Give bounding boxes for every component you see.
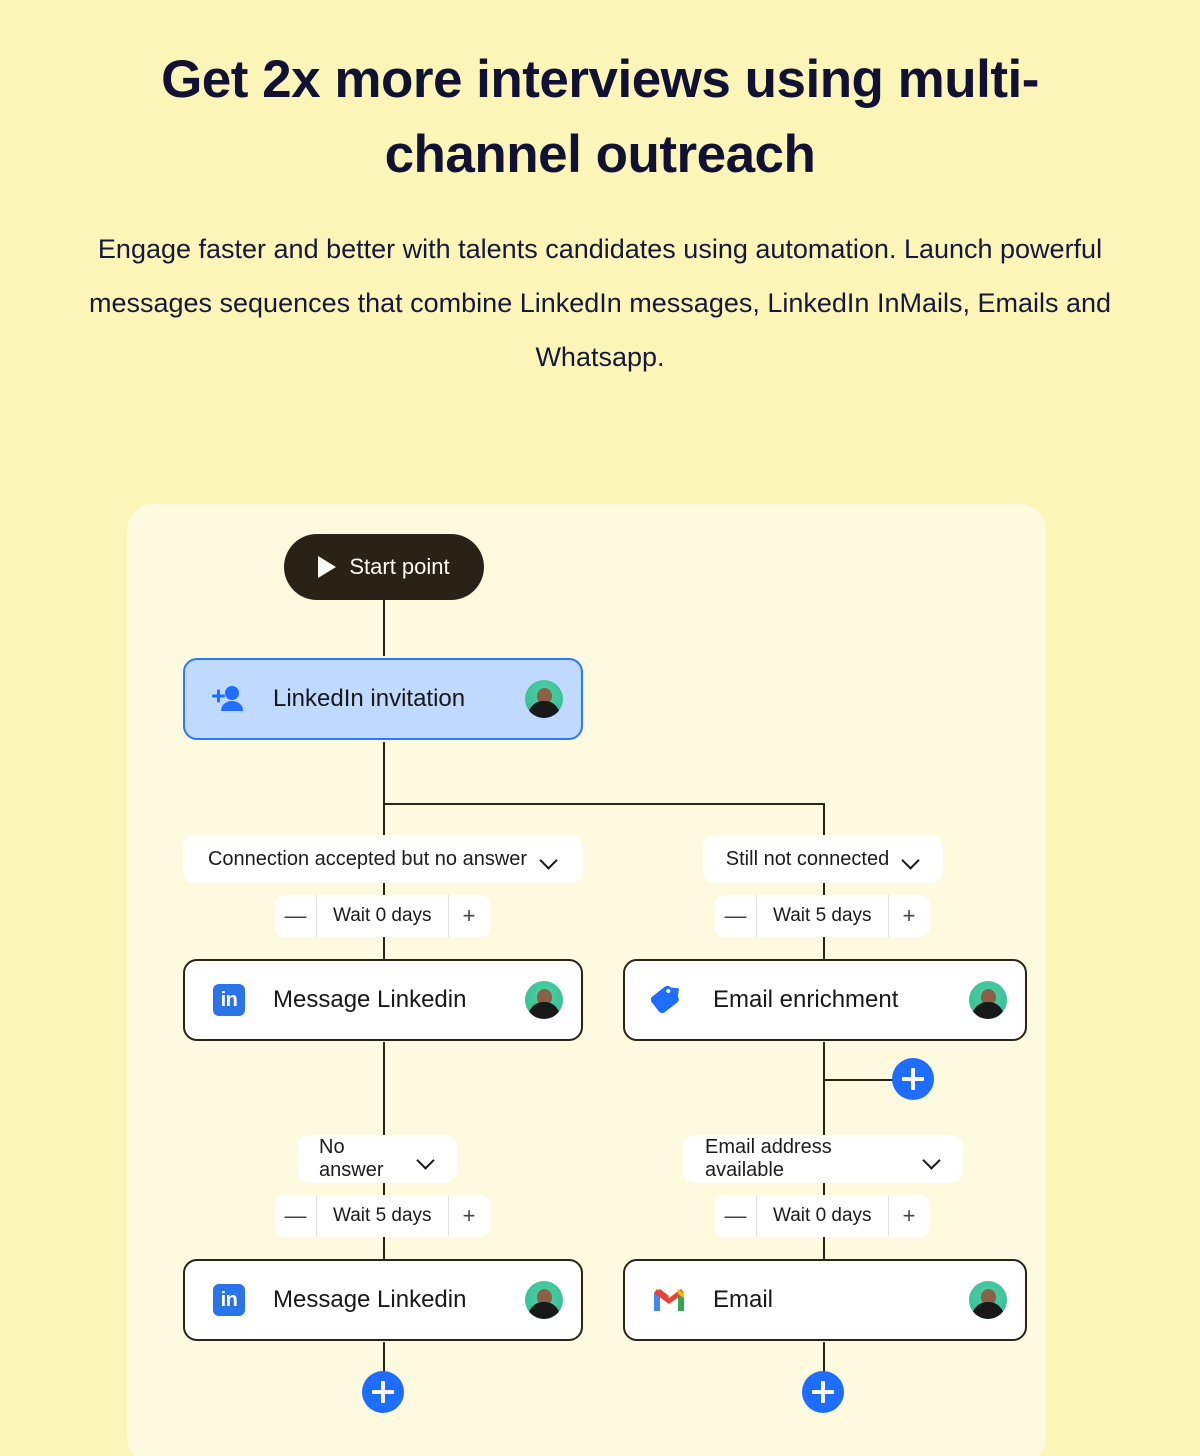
wait-value: Wait 0 days	[773, 1205, 872, 1226]
add-step-button-left-end[interactable]	[362, 1371, 404, 1413]
node-label: Email enrichment	[713, 986, 899, 1013]
node-message-linkedin-1[interactable]: in Message Linkedin	[183, 959, 583, 1041]
node-label: Message Linkedin	[273, 1286, 467, 1313]
page-title: Get 2x more interviews using multi-chann…	[161, 50, 1039, 184]
connector-left-cond-to-wait	[383, 882, 385, 898]
avatar	[525, 680, 563, 718]
node-linkedin-invitation[interactable]: LinkedIn invitation	[183, 658, 583, 740]
page-subtitle: Engage faster and better with talents ca…	[88, 234, 1112, 372]
wait-stepper-right-top[interactable]: — Wait 5 days +	[715, 895, 930, 937]
connector-left-wait2-to-card2	[383, 1236, 385, 1260]
wait-stepper-right-bottom[interactable]: — Wait 0 days +	[715, 1195, 930, 1237]
linkedin-icon: in	[211, 1282, 247, 1318]
connector-right-card-to-cond2	[823, 1042, 825, 1136]
wait-increment-button[interactable]: +	[887, 1195, 930, 1237]
chevron-down-icon	[924, 1154, 941, 1164]
start-point-label: Start point	[349, 554, 450, 579]
wait-stepper-left-bottom[interactable]: — Wait 5 days +	[275, 1195, 490, 1237]
connector-right-wait2-to-card2	[823, 1236, 825, 1260]
avatar	[969, 981, 1007, 1019]
node-label: LinkedIn invitation	[273, 685, 466, 712]
chevron-down-icon	[541, 854, 558, 864]
wait-increment-button[interactable]: +	[447, 1195, 490, 1237]
connector-right-branch-drop	[823, 803, 825, 836]
avatar	[969, 1281, 1007, 1319]
connector-left-cond2-to-wait2	[383, 1182, 385, 1198]
avatar	[525, 981, 563, 1019]
wait-decrement-button[interactable]: —	[275, 895, 317, 937]
linkedin-icon: in	[211, 982, 247, 1018]
condition-no-answer[interactable]: No answer	[297, 1135, 457, 1183]
connector-left-card-to-cond2	[383, 1042, 385, 1136]
connector-left-branch-drop	[383, 803, 385, 836]
wait-value: Wait 5 days	[333, 1205, 432, 1226]
wait-decrement-button[interactable]: —	[275, 1195, 317, 1237]
wait-decrement-button[interactable]: —	[715, 1195, 757, 1237]
wait-increment-button[interactable]: +	[887, 895, 930, 937]
condition-connection-accepted[interactable]: Connection accepted but no answer	[183, 835, 583, 883]
wait-increment-button[interactable]: +	[447, 895, 490, 937]
connector-right-card2-to-plus	[823, 1342, 825, 1376]
play-icon	[318, 556, 337, 578]
connector-invitation-stem	[383, 742, 385, 804]
connector-left-wait-to-card	[383, 936, 385, 960]
node-email[interactable]: Email	[623, 1259, 1027, 1341]
condition-label: Email address available	[705, 1136, 832, 1181]
chevron-down-icon	[418, 1154, 435, 1164]
wait-decrement-button[interactable]: —	[715, 895, 757, 937]
person-add-icon	[211, 681, 247, 717]
add-step-button-enrichment-branch[interactable]	[892, 1058, 934, 1100]
node-label: Message Linkedin	[273, 986, 467, 1013]
gmail-icon	[651, 1282, 687, 1318]
tag-icon	[651, 982, 687, 1018]
wait-stepper-left-top[interactable]: — Wait 0 days +	[275, 895, 490, 937]
add-step-button-right-end[interactable]	[802, 1371, 844, 1413]
start-point-button[interactable]: Start point	[284, 534, 484, 600]
chevron-down-icon	[903, 854, 920, 864]
condition-label: No answer	[319, 1136, 384, 1181]
connector-right-wait-to-card	[823, 936, 825, 960]
node-email-enrichment[interactable]: Email enrichment	[623, 959, 1027, 1041]
wait-value: Wait 5 days	[773, 905, 872, 926]
connector-right-cond2-to-wait2	[823, 1182, 825, 1198]
connector-right-cond-to-wait	[823, 882, 825, 898]
node-message-linkedin-2[interactable]: in Message Linkedin	[183, 1259, 583, 1341]
avatar	[525, 1281, 563, 1319]
connector-branch-horizontal	[383, 803, 824, 805]
condition-label: Still not connected	[725, 847, 890, 870]
node-label: Email	[713, 1286, 774, 1313]
connector-enrichment-plus-branch	[823, 1079, 893, 1081]
connector-left-card2-to-plus	[383, 1342, 385, 1376]
condition-email-address-available[interactable]: Email address available	[683, 1135, 963, 1183]
condition-label: Connection accepted but no answer	[207, 847, 528, 870]
connector-start-to-invitation	[383, 600, 385, 656]
wait-value: Wait 0 days	[333, 905, 432, 926]
condition-still-not-connected[interactable]: Still not connected	[703, 835, 943, 883]
